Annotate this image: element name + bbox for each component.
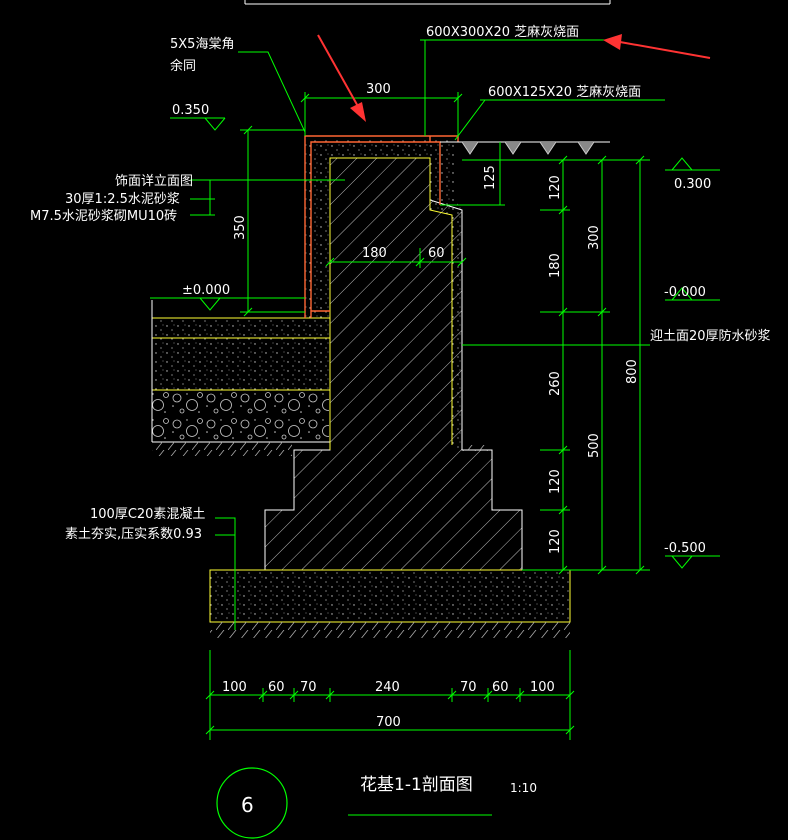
elevation-markers: [150, 117, 720, 569]
red-annotation-arrows: [317, 34, 711, 122]
dim-v-180: 180: [548, 253, 563, 278]
dim-b-240: 240: [375, 680, 400, 695]
dim-top-width: 300: [366, 82, 391, 97]
title-block: 6 花基1-1剖面图 1:10: [216, 767, 537, 839]
leader-lines: [190, 39, 665, 630]
left-pavement-layers: [151, 300, 330, 456]
title-number: 6: [241, 793, 254, 817]
dim-left-height: 350: [233, 215, 248, 240]
dim-b-100b: 100: [530, 680, 555, 695]
label-chamfer-2: 余同: [170, 58, 196, 74]
elev-right-zero: -0.000: [664, 285, 706, 300]
dim-v-120b: 120: [548, 469, 563, 494]
dim-inner-180: 180: [362, 246, 387, 261]
dim-b-100a: 100: [222, 680, 247, 695]
elev-left-zero: ±0.000: [182, 283, 230, 298]
label-finish-2: 30厚1:2.5水泥砂浆: [65, 192, 180, 207]
label-chamfer-1: 5X5海棠角: [170, 37, 234, 52]
title-scale: 1:10: [510, 781, 537, 795]
dim-b-60b: 60: [492, 680, 509, 695]
dim-b-700: 700: [376, 715, 401, 730]
dim-b-60a: 60: [268, 680, 285, 695]
elev-right-bottom: -0.500: [664, 541, 706, 556]
elev-right-top: 0.300: [674, 177, 711, 192]
dim-v-500: 500: [587, 433, 602, 458]
dim-v-300: 300: [587, 225, 602, 250]
dim-v-800: 800: [625, 359, 640, 384]
tile-cladding: [304, 135, 459, 318]
dim-tile-height: 125: [483, 165, 498, 190]
plaster-layer: [305, 140, 462, 450]
label-side-tile: 600X125X20 芝麻灰烧面: [488, 84, 641, 100]
label-finish-1: 饰面详立面图: [115, 174, 193, 189]
label-top-tile: 600X300X20 芝麻灰烧面: [426, 24, 579, 40]
label-base-2: 素土夯实,压实系数0.93: [65, 527, 202, 542]
dim-v-260: 260: [548, 371, 563, 396]
dim-v-120a: 120: [548, 175, 563, 200]
dim-v-120c: 120: [548, 529, 563, 554]
right-ground-line: [440, 141, 610, 155]
elev-left-top: 0.350: [172, 103, 209, 118]
dim-b-70a: 70: [300, 680, 317, 695]
title-name: 花基1-1剖面图: [360, 775, 473, 795]
frame-top-remnant: [244, 0, 611, 5]
label-finish-3: M7.5水泥砂浆砌MU10砖: [30, 209, 177, 224]
dimension-lines: [205, 92, 650, 740]
concrete-footing: [209, 445, 571, 638]
dim-b-70b: 70: [460, 680, 477, 695]
dim-inner-60: 60: [428, 246, 445, 261]
label-base-1: 100厚C20素混凝土: [90, 506, 205, 522]
label-waterproof: 迎土面20厚防水砂浆: [650, 328, 771, 344]
